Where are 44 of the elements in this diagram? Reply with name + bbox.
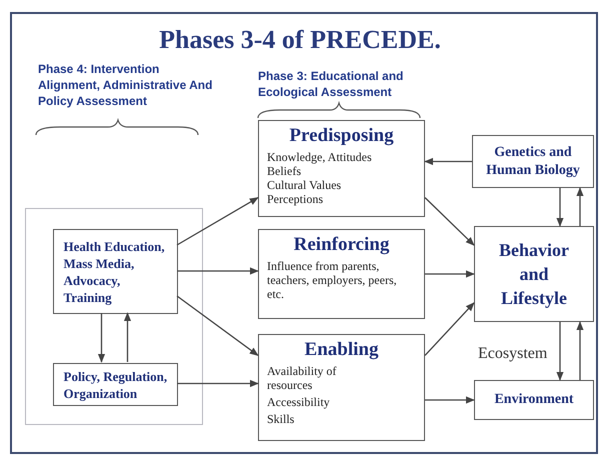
node-text: Beliefs — [267, 164, 302, 178]
node-text: Environment — [494, 391, 574, 409]
node-text: Knowledge, Attitudes — [267, 150, 373, 164]
text-box — [258, 120, 425, 217]
arrow — [425, 396, 475, 404]
node-text: Genetics and Human Biology — [485, 144, 581, 180]
arrow — [556, 322, 564, 381]
arrow — [576, 321, 584, 380]
text-box — [258, 229, 425, 319]
phase-label: Phase 4: Intervention Alignment, Administrative And Policy Assessment — [38, 61, 214, 109]
arrow — [98, 313, 106, 363]
arrow — [425, 270, 475, 278]
arrow — [424, 158, 472, 166]
text-box — [53, 363, 178, 406]
node-heading: Reinforcing — [292, 233, 390, 257]
arrow — [576, 187, 584, 226]
ecosystem-label: Ecosystem — [478, 344, 548, 364]
node-heading: Enabling — [304, 338, 380, 362]
phase-label: Phase 3: Educational and Ecological Assessment — [258, 68, 404, 100]
node-text: Accessibility — [267, 395, 331, 409]
text-box — [474, 380, 594, 420]
arrow — [176, 295, 259, 356]
arrow — [177, 380, 259, 388]
title: Phases 3-4 of PRECEDE. — [158, 24, 442, 56]
node-text: Health Education, Mass Media, Advocacy, Training — [64, 238, 166, 306]
arrow — [176, 197, 259, 246]
node-text: Availability of resources — [267, 364, 338, 392]
text-box — [474, 226, 594, 322]
arrow — [424, 197, 475, 246]
node-text: Perceptions — [267, 192, 324, 206]
arrow — [124, 312, 132, 362]
node-text: Skills — [267, 412, 296, 426]
arrow — [177, 267, 259, 275]
text-box — [472, 135, 594, 188]
node-text: Influence from parents, teachers, employers, peers, etc. — [267, 259, 398, 301]
node-text: Policy, Regulation, Organization — [64, 368, 168, 402]
text-box — [53, 229, 178, 314]
node-text: Behavior and Lifestyle — [498, 239, 570, 310]
arrow — [556, 188, 564, 227]
text-box — [258, 334, 425, 441]
node-text: Cultural Values — [267, 178, 342, 192]
arrow — [424, 302, 475, 356]
node-heading: Predisposing — [288, 124, 395, 148]
group-box — [25, 208, 203, 425]
